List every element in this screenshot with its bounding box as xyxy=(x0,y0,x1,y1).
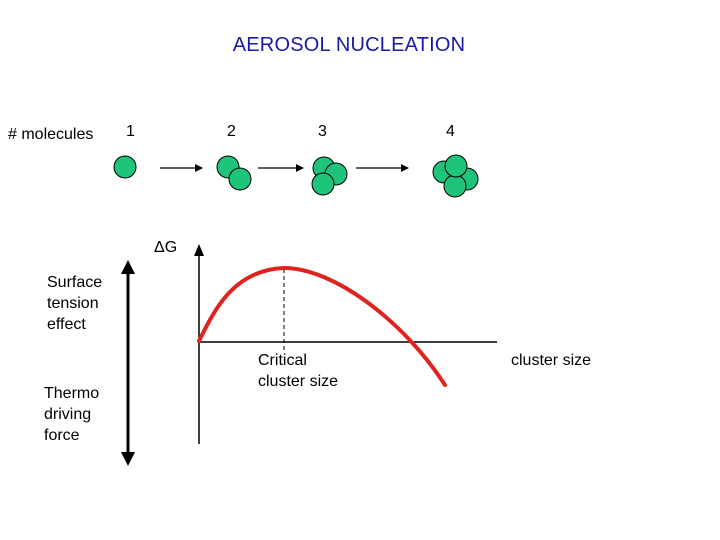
molecule-count-1: 1 xyxy=(126,123,135,140)
molecule-count-2: 2 xyxy=(227,123,236,140)
molecule-4c xyxy=(443,174,467,198)
molecules-label: # molecules xyxy=(8,126,94,143)
double-arrow xyxy=(121,260,135,466)
cluster-2 xyxy=(216,155,252,191)
molecule-1 xyxy=(113,155,137,179)
delta-g-label: ΔG xyxy=(154,239,178,256)
cluster-3 xyxy=(311,156,348,196)
surface-tension-label: Surface tension effect xyxy=(47,274,103,333)
cluster-4 xyxy=(432,154,479,198)
molecule-count-4: 4 xyxy=(446,123,455,140)
x-axis-label: cluster size xyxy=(511,352,592,369)
molecule-4d xyxy=(444,154,468,178)
cluster-1 xyxy=(113,155,137,179)
molecule-count-3: 3 xyxy=(318,123,327,140)
critical-cluster-label: Critical cluster size xyxy=(258,352,339,390)
thermo-driving-label: Thermo driving force xyxy=(44,385,100,444)
graph-axes xyxy=(194,244,497,444)
page-title: AEROSOL NUCLEATION xyxy=(232,34,466,56)
molecule-3c xyxy=(311,172,335,196)
molecule-2b xyxy=(228,167,252,191)
y-axis-arrowhead xyxy=(194,244,204,256)
energy-curve xyxy=(197,265,447,387)
